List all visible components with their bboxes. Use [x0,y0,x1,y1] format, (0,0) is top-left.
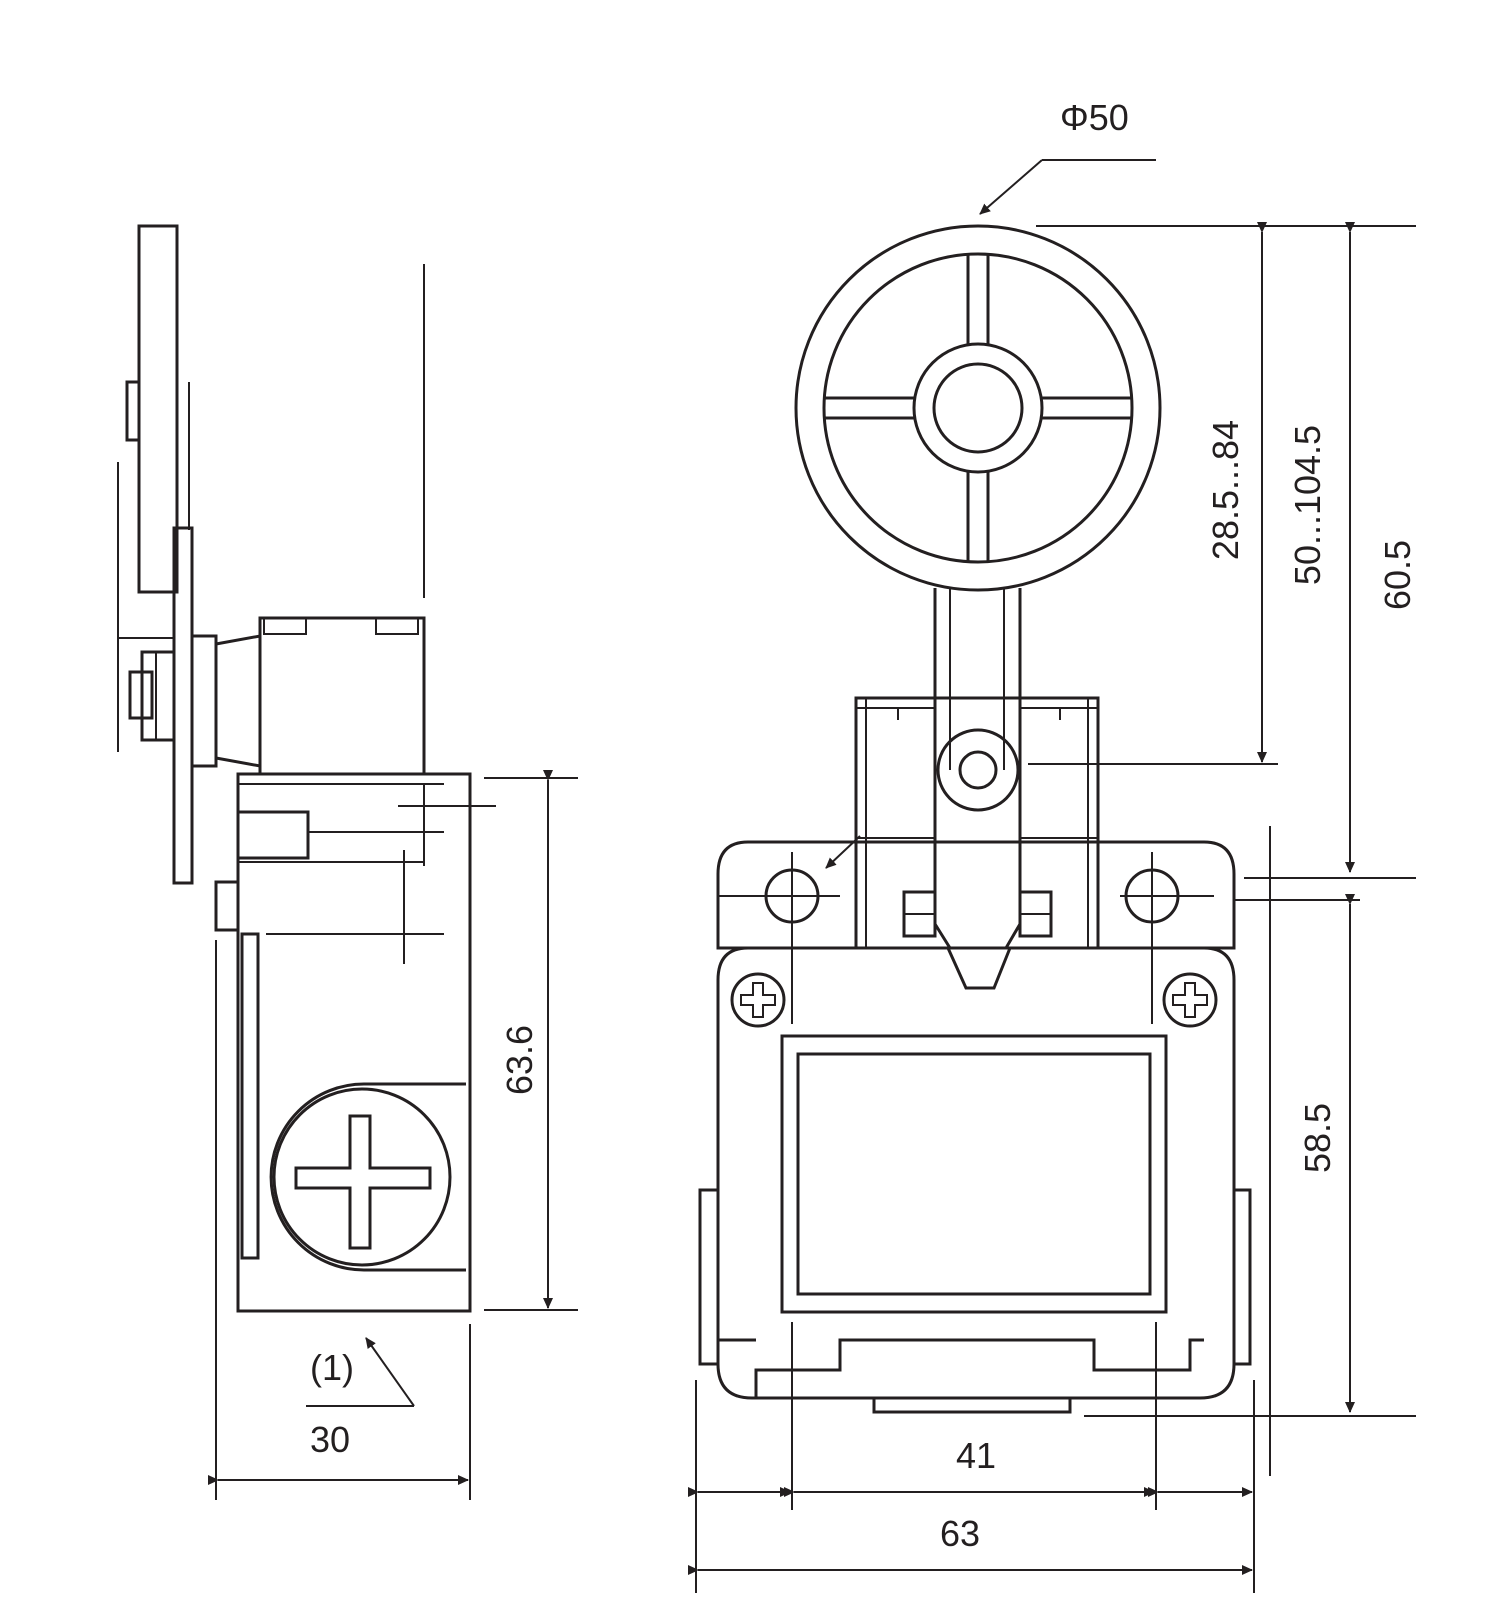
cover-outer [780,1034,1168,1314]
labels: Φ50 28.5...84 50...104.5 60.5 63.6 (1) 3… [310,97,1418,1554]
label-50-104-5: 50...104.5 [1287,425,1328,585]
screw-left-icon [730,972,786,1028]
roller-wheel [794,224,1162,592]
cover-inner [796,1052,1152,1296]
side-view [117,224,578,1500]
note-leader [365,1337,415,1407]
label-30: 30 [310,1419,350,1460]
cross-screw-icon [294,1114,432,1250]
roller-tab [125,380,141,442]
cable-gland [269,1082,466,1272]
label-phi50: Φ50 [1060,97,1129,138]
label-60-5: 60.5 [1377,540,1418,610]
lever-arm [933,588,1022,950]
label-63-6: 63.6 [499,1025,540,1095]
dim-phi50-leader [979,159,1043,215]
roller-edge [137,224,179,594]
label-58-5: 58.5 [1297,1103,1338,1173]
hub [140,650,176,742]
screw-right-icon [1162,972,1218,1028]
mounting-flange [716,840,1236,950]
label-41: 41 [956,1435,996,1476]
label-63: 63 [940,1513,980,1554]
label-note-1: (1) [310,1347,354,1388]
pivot [936,728,1020,812]
switch-body [236,772,472,1313]
head-housing [854,696,1100,950]
main-body [716,946,1236,1400]
front-view [688,159,1416,1593]
actuator-head [258,616,426,776]
hole-leader [825,835,861,869]
label-28-5-84: 28.5...84 [1205,420,1246,560]
